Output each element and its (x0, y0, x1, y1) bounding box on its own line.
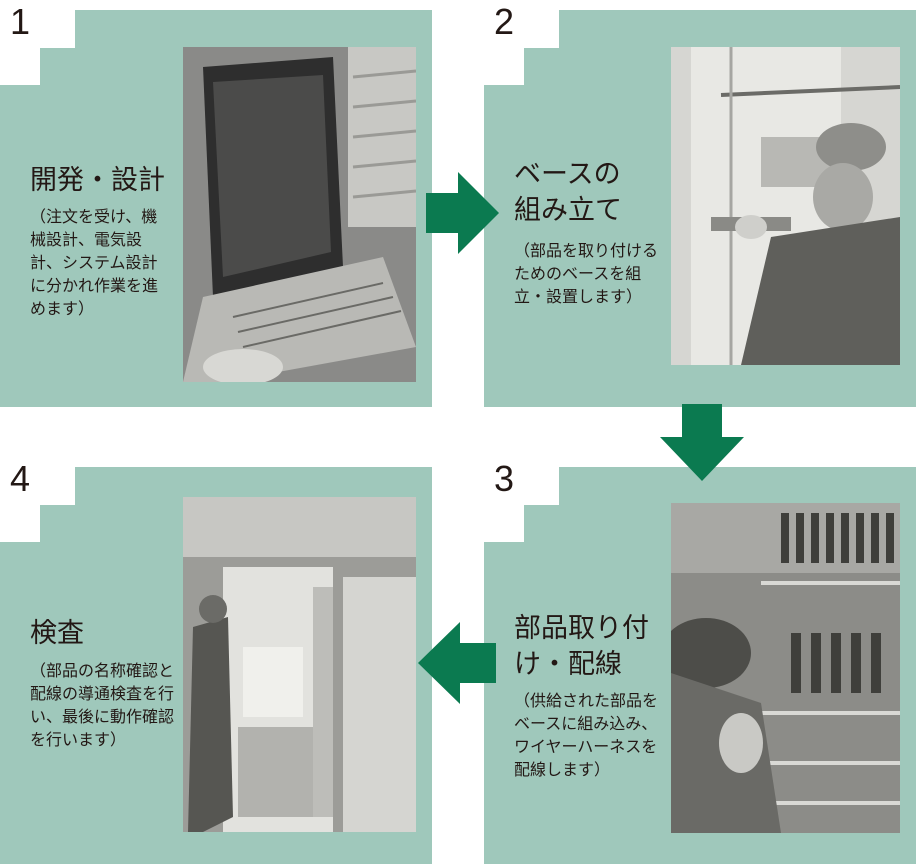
step-4-title: 検査 (30, 618, 84, 648)
step-4-panel: 4 検査 （部品の名称確認と配線の導通検査を行い、最後に動作確認を行います） (0, 457, 432, 864)
step-2-panel: 2 ベースの組み立て （部品を取り付けるためのベースを組立・設置します） (484, 0, 916, 407)
step-3-description: （供給された部品をベースに組み込み、ワイヤーハーネスを配線します） (514, 693, 659, 779)
step-2-number: 2 (494, 1, 515, 42)
arrow-down-icon (660, 404, 744, 481)
step-3-photo (671, 503, 900, 833)
step-4-number: 4 (10, 458, 31, 499)
step-2-title: ベースの組み立て (514, 159, 622, 225)
step-1-panel: 1 開発・設計 （注文を受け、機械設計、電気設計、システム設計に分かれ作業を進め… (0, 0, 432, 407)
step-3-panel: 3 部品取り付け・配線 （供給された部品をベースに組み込み、ワイヤーハーネスを配… (484, 457, 916, 864)
step-2-photo (671, 47, 900, 365)
step-1-description: （注文を受け、機械設計、電気設計、システム設計に分かれ作業を進めます） (30, 209, 159, 318)
step-1-photo (183, 47, 416, 382)
step-1-title: 開発・設計 (30, 165, 165, 195)
step-4-description: （部品の名称確認と配線の導通検査を行い、最後に動作確認を行います） (30, 663, 175, 749)
step-3-title: 部品取り付け・配線 (514, 613, 649, 679)
step-4-photo (183, 497, 416, 832)
step-1-number: 1 (10, 1, 31, 42)
arrow-right-icon (426, 172, 499, 254)
step-3-number: 3 (494, 458, 515, 499)
arrow-left-icon (418, 622, 496, 704)
step-2-description: （部品を取り付けるためのベースを組立・設置します） (514, 243, 659, 306)
